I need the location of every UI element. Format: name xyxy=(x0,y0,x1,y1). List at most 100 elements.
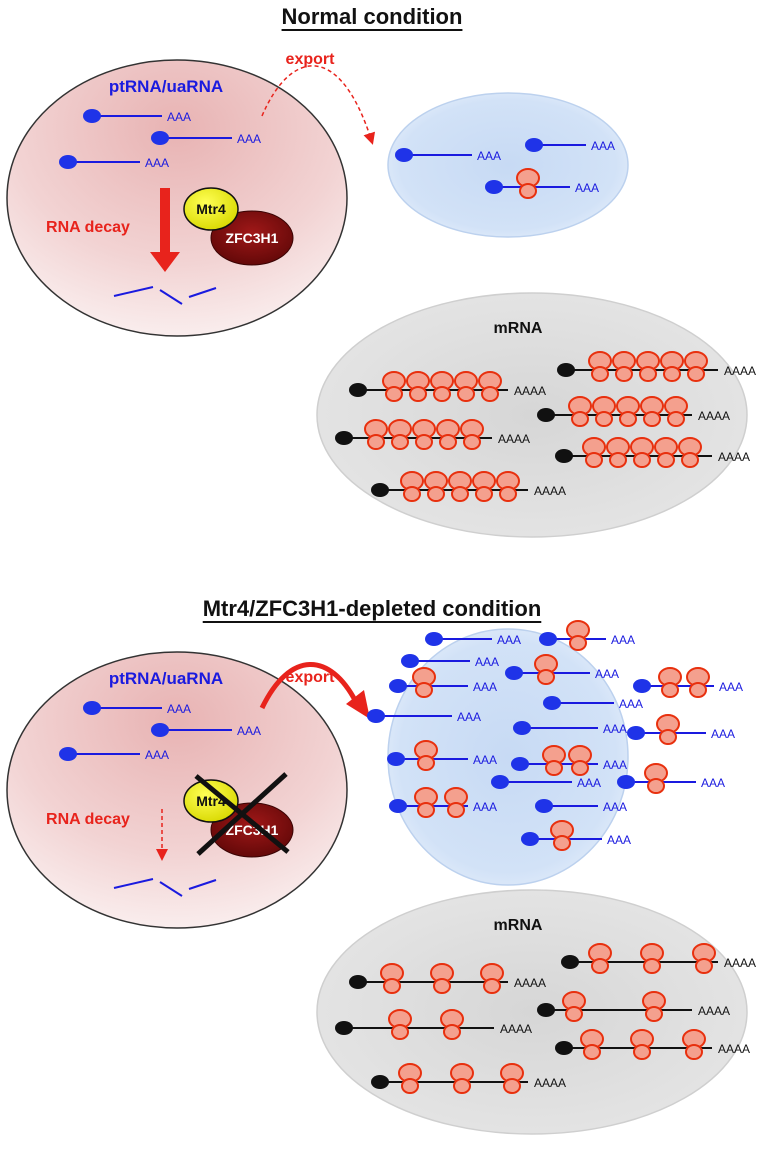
export-label: export xyxy=(286,51,336,68)
ncrna-transcript: AAA xyxy=(389,667,497,698)
ribosome xyxy=(448,471,472,502)
polya-tail-label: AAA xyxy=(237,132,261,146)
ribosome-small-subunit xyxy=(499,486,517,502)
decay-arrow xyxy=(150,188,180,272)
ribosome-small-subunit xyxy=(663,366,681,382)
panel-title: Normal condition xyxy=(282,4,463,29)
mrna-transcript: AAAA xyxy=(561,943,756,974)
ribosome xyxy=(444,787,468,818)
ribosome xyxy=(398,1063,422,1094)
ribosome xyxy=(440,1009,464,1040)
ribosome-small-subunit xyxy=(475,486,493,502)
rna-fragment xyxy=(188,879,217,890)
polya-tail-label: AAAA xyxy=(718,1042,750,1056)
polya-tail-label: AAA xyxy=(237,724,261,738)
cap-icon xyxy=(521,832,539,846)
ribosome-small-subunit xyxy=(565,1006,583,1022)
cap-icon xyxy=(555,449,573,463)
panel-0: Normal conditionptRNA/uaRNAAAAAAAAAAmRNA… xyxy=(6,4,756,538)
ribosome xyxy=(644,763,668,794)
mrna-transcript: AAAA xyxy=(537,396,730,427)
ribosome xyxy=(454,371,478,402)
ribosome xyxy=(630,437,654,468)
ribosome-small-subunit xyxy=(667,411,685,427)
ribosome xyxy=(588,943,612,974)
ribosome-small-subunit xyxy=(609,452,627,468)
cap-icon xyxy=(401,654,419,668)
ribosome-small-subunit xyxy=(591,366,609,382)
depletion-cross-icon xyxy=(196,772,288,856)
ribosome xyxy=(460,419,484,450)
ribosome xyxy=(568,396,592,427)
ribosome-small-subunit xyxy=(643,958,661,974)
ncrna-transcript: AAA xyxy=(485,168,599,199)
cap-icon xyxy=(389,679,407,693)
ribosome xyxy=(692,943,716,974)
ncrna-transcript: AAA xyxy=(627,714,735,745)
export-arrowhead xyxy=(346,690,370,719)
ncrna-transcript: AAA xyxy=(151,723,261,738)
polya-tail-label: AAA xyxy=(145,748,169,762)
mrna-transcript: AAAA xyxy=(349,963,546,994)
export-arrow xyxy=(261,65,376,145)
cap-icon xyxy=(511,757,529,771)
mrna-transcript: AAAA xyxy=(371,471,566,502)
ncrna-transcript: AAA xyxy=(543,696,643,711)
mrna-label: mRNA xyxy=(494,320,543,337)
ribosome xyxy=(478,371,502,402)
ribosome xyxy=(678,437,702,468)
ncrna-transcript: AAA xyxy=(59,747,169,762)
polya-tail-label: AAAA xyxy=(724,956,756,970)
ribosome-small-subunit xyxy=(537,669,555,685)
ribosome-small-subunit xyxy=(639,366,657,382)
ribosome-small-subunit xyxy=(417,802,435,818)
ribosome-small-subunit xyxy=(409,386,427,402)
polya-tail-label: AAA xyxy=(607,833,631,847)
polya-tail-label: AAA xyxy=(475,655,499,669)
ribosome xyxy=(412,419,436,450)
ribosome-small-subunit xyxy=(681,452,699,468)
ribosome-small-subunit xyxy=(415,682,433,698)
mrna-transcript: AAAA xyxy=(349,371,546,402)
mtr4-protein xyxy=(183,779,239,823)
cap-icon xyxy=(505,666,523,680)
ribosome-small-subunit xyxy=(391,1024,409,1040)
polya-tail-label: AAAA xyxy=(718,450,750,464)
ribosome-small-subunit xyxy=(619,411,637,427)
mrna-label: mRNA xyxy=(494,917,543,934)
polya-tail-label: AAA xyxy=(167,110,191,124)
ribosome xyxy=(630,1029,654,1060)
polya-tail-label: AAA xyxy=(473,753,497,767)
cap-icon xyxy=(151,723,169,737)
cap-icon xyxy=(371,483,389,497)
ribosome-small-subunit xyxy=(447,802,465,818)
decay-label: RNA decay xyxy=(46,219,130,236)
ncrna-transcript: AAA xyxy=(617,763,725,794)
ribosome xyxy=(450,1063,474,1094)
ribosome-small-subunit xyxy=(689,682,707,698)
ribosome xyxy=(364,419,388,450)
ribosome-small-subunit xyxy=(583,1044,601,1060)
ribosome-small-subunit xyxy=(451,486,469,502)
mrna-transcript: AAAA xyxy=(371,1063,566,1094)
cap-icon xyxy=(617,775,635,789)
polya-tail-label: AAA xyxy=(575,181,599,195)
zfc3h1-protein xyxy=(210,210,294,266)
ribosome-small-subunit xyxy=(403,486,421,502)
ribosome xyxy=(658,667,682,698)
cap-icon xyxy=(555,1041,573,1055)
ribosome-small-subunit xyxy=(643,411,661,427)
ribosome-small-subunit xyxy=(661,682,679,698)
nucleus xyxy=(6,59,348,337)
ribosome-small-subunit xyxy=(443,1024,461,1040)
ribosome-small-subunit xyxy=(571,411,589,427)
ribosome-small-subunit xyxy=(585,452,603,468)
ribosome xyxy=(388,419,412,450)
ribosome xyxy=(640,943,664,974)
cap-icon xyxy=(513,721,531,735)
ribosome xyxy=(480,963,504,994)
export-arrow xyxy=(259,662,359,710)
panel-title: Mtr4/ZFC3H1-depleted condition xyxy=(203,596,542,621)
ribosome-small-subunit xyxy=(659,729,677,745)
rna-fragment xyxy=(159,289,183,305)
